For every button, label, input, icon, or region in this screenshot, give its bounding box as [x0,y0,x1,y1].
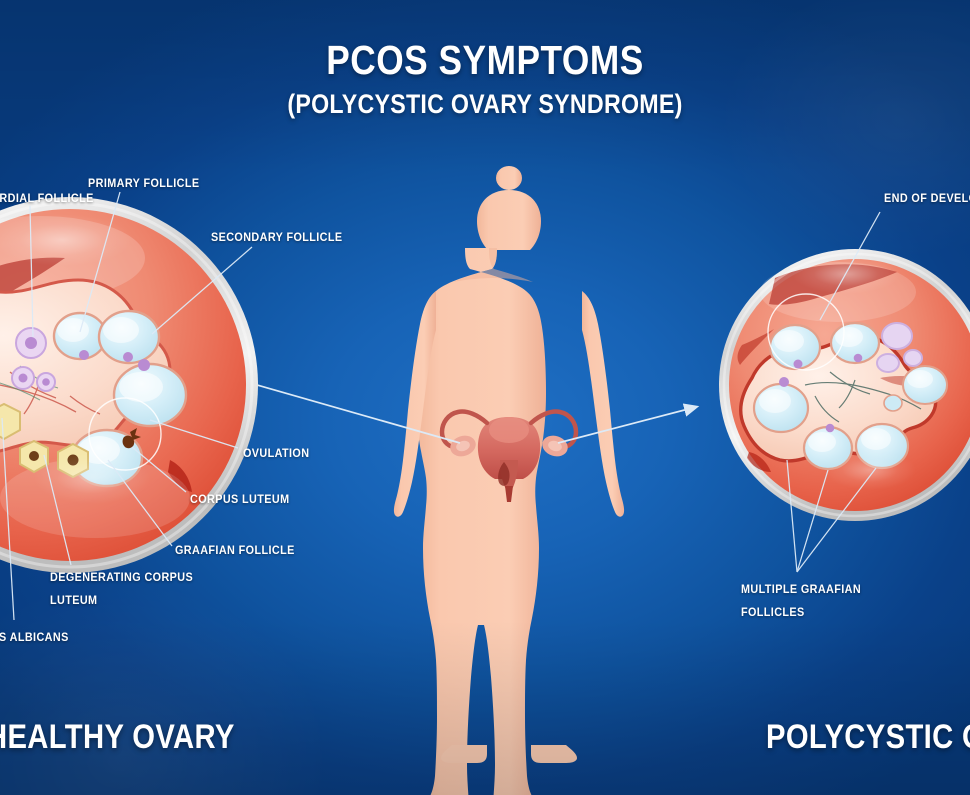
label-corpus-luteum: CORPUS LUTEUM [190,492,290,506]
female-body-silhouette [393,166,625,795]
label-ovulation: OVULATION [243,446,310,460]
label-multiple-graafian-follicles-line2: FOLLICLES [741,605,805,619]
label-primordial-follicle: PRIMORDIAL FOLLICLE [0,191,94,205]
label-primary-follicle: PRIMARY FOLLICLE [88,176,200,190]
label-degenerating-corpus-luteum-line1: DEGENERATING CORPUS [50,570,194,584]
page-title: PCOS SYMPTOMS [326,37,644,83]
leader-lines [1,191,881,621]
healthy-ovary [0,197,258,573]
label-end-of-development: END OF DEVELOPMENT [884,191,970,205]
caption-healthy-ovary: HEALTHY OVARY [0,718,235,756]
label-corpus-albicans: CORPUS ALBICANS [0,630,69,644]
label-graafian-follicle: GRAAFIAN FOLLICLE [175,543,295,557]
primordial-follicles [11,327,56,392]
uterus-and-ovaries [439,409,579,502]
arrow-to-polycystic-ovary [557,403,700,444]
label-secondary-follicle: SECONDARY FOLLICLE [211,230,343,244]
polycystic-ovary [719,249,970,521]
end-of-development-ring [767,293,845,371]
pointer-arrows [239,377,700,444]
label-degenerating-corpus-luteum-line2: LUTEUM [50,593,98,607]
title-block: PCOS SYMPTOMS (POLYCYSTIC OVARY SYNDROME… [0,37,970,119]
page-subtitle: (POLYCYSTIC OVARY SYNDROME) [287,88,683,119]
arrow-to-healthy-ovary [239,377,461,444]
label-multiple-graafian-follicles-line1: MULTIPLE GRAAFIAN [741,582,862,596]
caption-polycystic-ovary: POLYCYSTIC OVARY [766,718,970,756]
